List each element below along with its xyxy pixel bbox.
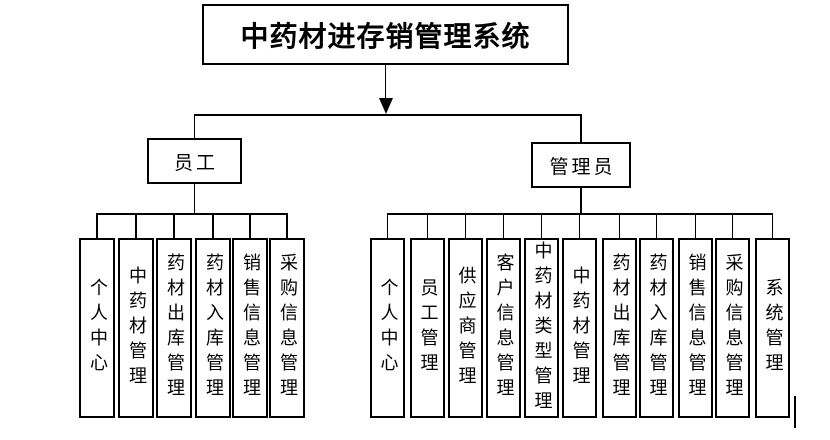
leaf-node-herb-management: 中药材管理 bbox=[118, 238, 154, 418]
leaf-label: 销售信息管理 bbox=[685, 253, 707, 403]
leaf-node-purchase-info-management: 采购信息管理 bbox=[715, 238, 750, 418]
leaf-node-inbound-management: 药材入库管理 bbox=[195, 238, 231, 418]
connector-line bbox=[731, 214, 734, 238]
leaf-label: 药材入库管理 bbox=[203, 253, 224, 403]
leaf-node-personal-center: 个人中心 bbox=[370, 238, 405, 418]
connector-line bbox=[502, 214, 505, 238]
leaf-node-system-management: 系统管理 bbox=[755, 238, 790, 418]
branch-node-label: 管理员 bbox=[549, 155, 616, 178]
connector-line bbox=[193, 114, 582, 116]
leaf-label: 客户信息管理 bbox=[493, 253, 515, 403]
root-node: 中药材进存销管理系统 bbox=[202, 4, 569, 65]
leaf-label: 药材入库管理 bbox=[646, 253, 668, 403]
leaf-node-outbound-management: 药材出库管理 bbox=[602, 238, 637, 418]
leaf-label: 个人中心 bbox=[377, 278, 399, 378]
leaf-label: 采购信息管理 bbox=[722, 253, 744, 403]
leaf-node-outbound-management: 药材出库管理 bbox=[156, 238, 192, 418]
branch-node-admin: 管理员 bbox=[531, 142, 631, 188]
connector-line bbox=[655, 214, 658, 238]
leaf-node-purchase-info-management: 采购信息管理 bbox=[269, 238, 305, 418]
leaf-node-supplier-management: 供应商管理 bbox=[448, 238, 483, 418]
arrow-down-icon bbox=[378, 98, 393, 114]
connector-line bbox=[771, 214, 774, 238]
connector-line bbox=[580, 188, 582, 214]
branch-node-label: 员工 bbox=[173, 151, 218, 174]
connector-line bbox=[212, 214, 214, 238]
leaf-node-inbound-management: 药材入库管理 bbox=[639, 238, 674, 418]
leaf-label: 员工管理 bbox=[417, 278, 439, 378]
connector-line bbox=[386, 213, 774, 215]
leaf-label: 中药材类型管理 bbox=[531, 240, 553, 416]
connector-line bbox=[193, 114, 196, 138]
leaf-label: 药材出库管理 bbox=[164, 253, 185, 403]
connector-line bbox=[286, 214, 288, 238]
leaf-node-herb-type-management: 中药材类型管理 bbox=[524, 238, 559, 418]
connector-line bbox=[135, 214, 137, 238]
leaf-node-customer-info-management: 客户信息管理 bbox=[486, 238, 521, 418]
connector-line bbox=[694, 214, 697, 238]
connector-line bbox=[193, 184, 196, 214]
connector-line bbox=[464, 214, 467, 238]
leaf-node-sales-info-management: 销售信息管理 bbox=[232, 238, 268, 418]
connector-line bbox=[173, 214, 175, 238]
leaf-label: 药材出库管理 bbox=[609, 253, 631, 403]
root-node-label: 中药材进存销管理系统 bbox=[240, 19, 531, 53]
leaf-label: 中药材管理 bbox=[569, 265, 591, 391]
branch-node-employee: 员工 bbox=[147, 138, 242, 184]
leaf-label: 中药材管理 bbox=[126, 265, 147, 391]
connector-line bbox=[249, 214, 251, 238]
leaf-node-personal-center: 个人中心 bbox=[79, 238, 115, 418]
connector-line bbox=[580, 114, 582, 142]
connector-line bbox=[618, 214, 621, 238]
connector-line bbox=[96, 214, 98, 238]
leaf-label: 系统管理 bbox=[762, 278, 784, 378]
text-cursor bbox=[794, 396, 796, 428]
connector-line bbox=[578, 214, 581, 238]
connector-line bbox=[426, 214, 429, 238]
leaf-label: 销售信息管理 bbox=[240, 253, 261, 403]
leaf-node-herb-management: 中药材管理 bbox=[562, 238, 597, 418]
connector-line bbox=[96, 213, 288, 215]
leaf-label: 个人中心 bbox=[87, 278, 108, 378]
connector-line bbox=[384, 65, 387, 99]
leaf-label: 供应商管理 bbox=[455, 265, 477, 391]
leaf-label: 采购信息管理 bbox=[277, 253, 298, 403]
connector-line bbox=[386, 214, 389, 238]
connector-line bbox=[540, 214, 543, 238]
leaf-node-sales-info-management: 销售信息管理 bbox=[678, 238, 713, 418]
leaf-node-employee-management: 员工管理 bbox=[410, 238, 445, 418]
